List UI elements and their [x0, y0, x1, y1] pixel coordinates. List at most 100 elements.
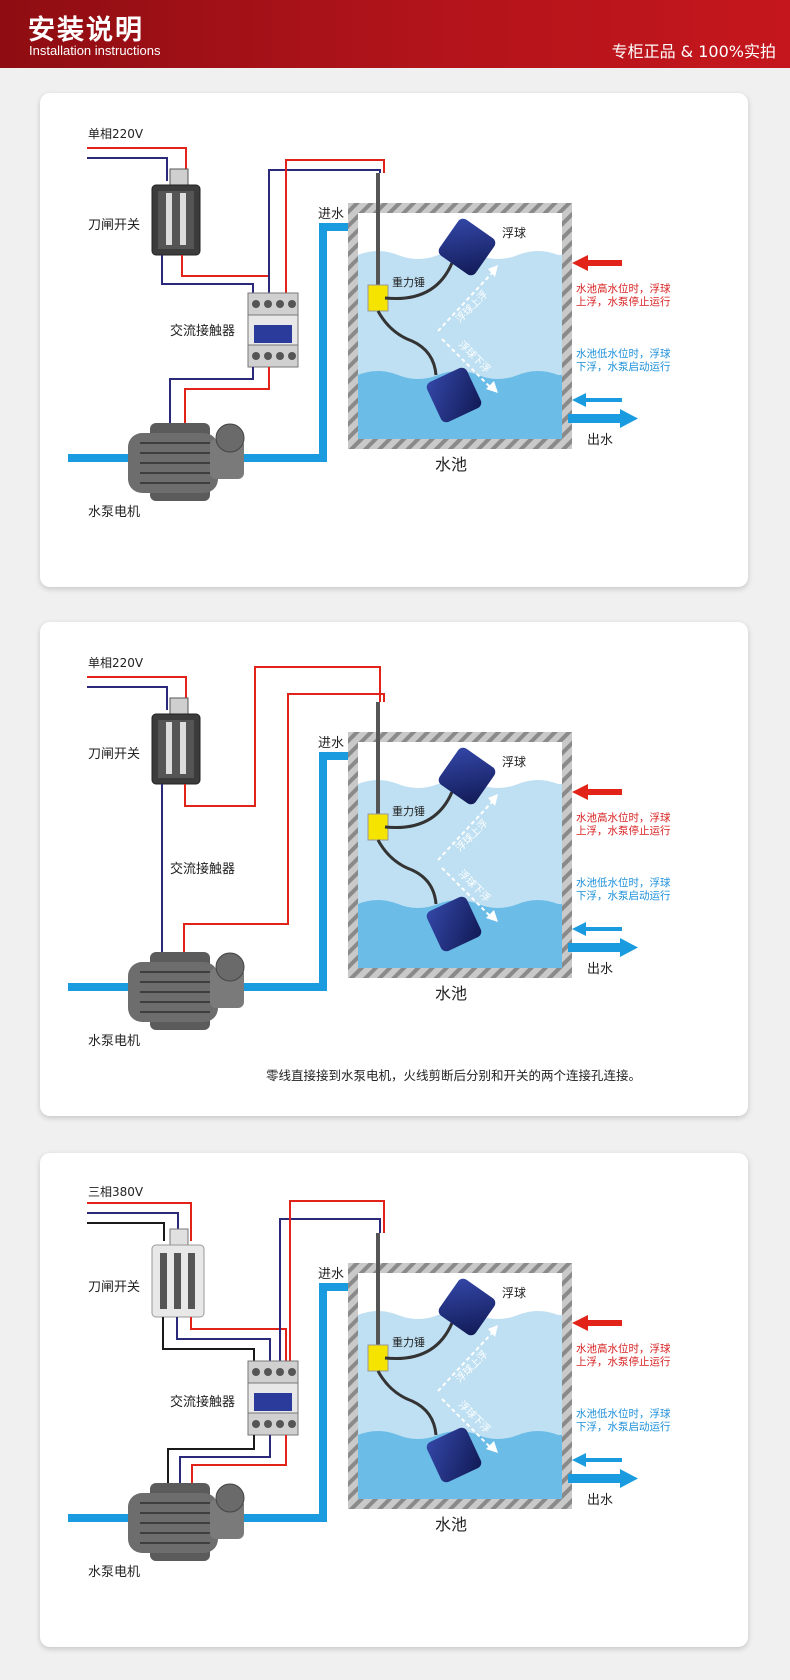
float-to-motor-wire [183, 693, 385, 954]
outlet-arrow [620, 409, 638, 428]
float-cable-low [376, 310, 438, 376]
wiring-diagram-1: 单相220V 刀闸开关 交流接触器 进水 水泵电机 [68, 127, 671, 520]
wiring-diagram-panel-1: 单相220V 刀闸开关 交流接触器 进水 水泵电机 [40, 93, 748, 587]
low-note-line2: 下浮，水泵启动运行 [576, 1420, 671, 1433]
float-down-arrowhead [486, 1441, 498, 1453]
authenticity-tagline: 专柜正品 & 100%实拍 [611, 42, 776, 61]
phase-wire [190, 1317, 287, 1363]
low-level-arrowhead [572, 922, 586, 936]
float-down-arrowhead [486, 910, 498, 922]
low-note-line2: 下浮，水泵启动运行 [576, 360, 671, 373]
float-down-arrow [441, 1398, 493, 1450]
outlet-pipe [568, 414, 622, 423]
float-down-arrow [441, 867, 493, 919]
water-inlet-pipe [68, 223, 356, 462]
float-cable-high [384, 791, 454, 830]
weight-label: 重力锤 [392, 1335, 425, 1349]
low-level-arrowhead [572, 1453, 586, 1467]
low-note-line2: 下浮，水泵启动运行 [576, 889, 671, 902]
float-ball-high [438, 747, 496, 805]
ac-contactor [247, 1360, 299, 1436]
float-up-arrowhead [488, 1325, 498, 1337]
outlet-label: 出水 [587, 433, 613, 448]
live-wire [181, 255, 270, 296]
page-subtitle: Installation instructions [29, 43, 161, 58]
switch-label: 刀闸开关 [88, 218, 140, 233]
motor-wire [167, 1435, 255, 1485]
switch-label: 刀闸开关 [88, 747, 140, 762]
wiring-diagram-panel-2: 单相220V 刀闸开关 交流接触器 进水 水泵电机 水池 重力锤 浮球 浮球上浮 [40, 622, 748, 1116]
control-wire [285, 159, 385, 293]
neutral-wire [87, 157, 168, 181]
wiring-diagram-panel-3: 三相380V 刀闸开关 交流接触器 进水 水泵电机 水池 [40, 1153, 748, 1647]
phase-wire [162, 1317, 255, 1363]
phase-wire [176, 1317, 271, 1363]
float-cable-high [384, 262, 454, 301]
knife-switch [151, 168, 201, 256]
float-ball-low [426, 896, 482, 952]
float-up-arrowhead [488, 794, 498, 806]
contactor-label: 交流接触器 [170, 323, 235, 339]
phase-wire-l3 [87, 1222, 165, 1241]
high-note-line1: 水池高水位时，浮球 [576, 1342, 671, 1355]
header-banner: 安装说明 Installation instructions 专柜正品 & 10… [0, 0, 790, 68]
high-note-line1: 水池高水位时，浮球 [576, 811, 671, 824]
high-note-line2: 上浮，水泵停止运行 [576, 1355, 671, 1368]
pump-motor [128, 952, 245, 1030]
motor-label: 水泵电机 [88, 1034, 140, 1049]
motor-wire [179, 1435, 271, 1485]
pump-motor [128, 423, 245, 501]
float-up-arrow [437, 272, 493, 332]
motor-label: 水泵电机 [88, 505, 140, 520]
page-title: 安装说明 [28, 15, 144, 46]
live-wire-to-float [184, 666, 381, 807]
float-label: 浮球 [502, 1286, 526, 1300]
wiring-diagram-3: 三相380V 刀闸开关 交流接触器 进水 水泵电机 水池 [68, 1185, 671, 1580]
float-cable-low [376, 839, 438, 905]
wiring-footer-note: 零线直接接到水泵电机，火线剪断后分别和开关的两个连接孔连接。 [266, 1068, 641, 1083]
contactor-label: 交流接触器 [170, 1394, 235, 1410]
supply-label: 单相220V [88, 127, 144, 141]
float-label: 浮球 [502, 226, 526, 240]
high-level-arrowhead [572, 255, 588, 271]
motor-label: 水泵电机 [88, 1565, 140, 1580]
inlet-label: 进水 [318, 207, 344, 222]
control-wire [279, 1218, 381, 1363]
float-ball-low [426, 1427, 482, 1483]
float-ball-high [438, 218, 496, 276]
float-down-arrowhead [486, 381, 498, 393]
low-note-line1: 水池低水位时，浮球 [576, 876, 671, 889]
inlet-label: 进水 [318, 1267, 344, 1282]
contactor-label: 交流接触器 [170, 861, 235, 877]
neutral-wire [161, 255, 254, 296]
float-up-arrowhead [488, 265, 498, 277]
motor-wire [191, 1435, 287, 1485]
high-note-line1: 水池高水位时，浮球 [576, 282, 671, 295]
high-note-line2: 上浮，水泵停止运行 [576, 295, 671, 308]
float-label: 浮球 [502, 755, 526, 769]
low-level-arrowhead [572, 393, 586, 407]
supply-label: 三相380V [88, 1185, 144, 1199]
outlet-pipe [568, 943, 622, 952]
high-level-arrowhead [572, 784, 588, 800]
supply-label: 单相220V [88, 656, 144, 670]
float-up-arrow [437, 801, 493, 861]
wiring-diagram-2: 单相220V 刀闸开关 交流接触器 进水 水泵电机 水池 重力锤 浮球 浮球上浮 [68, 656, 671, 1083]
motor-wire [169, 367, 254, 425]
float-up-arrow [437, 1332, 493, 1392]
float-ball-low [426, 367, 482, 423]
ac-contactor [247, 292, 299, 368]
knife-switch [151, 697, 201, 785]
tank-label: 水池 [435, 455, 467, 474]
motor-wire [184, 367, 270, 425]
low-note-line1: 水池低水位时，浮球 [576, 347, 671, 360]
high-note-line2: 上浮，水泵停止运行 [576, 824, 671, 837]
weight-label: 重力锤 [392, 804, 425, 818]
float-ball-high [438, 1278, 496, 1336]
outlet-label: 出水 [587, 962, 613, 977]
float-cable-high [384, 1322, 454, 1361]
phase-wire-l1 [87, 1202, 192, 1241]
weight-label: 重力锤 [392, 275, 425, 289]
knife-switch [151, 1228, 205, 1318]
outlet-arrow [620, 1469, 638, 1488]
